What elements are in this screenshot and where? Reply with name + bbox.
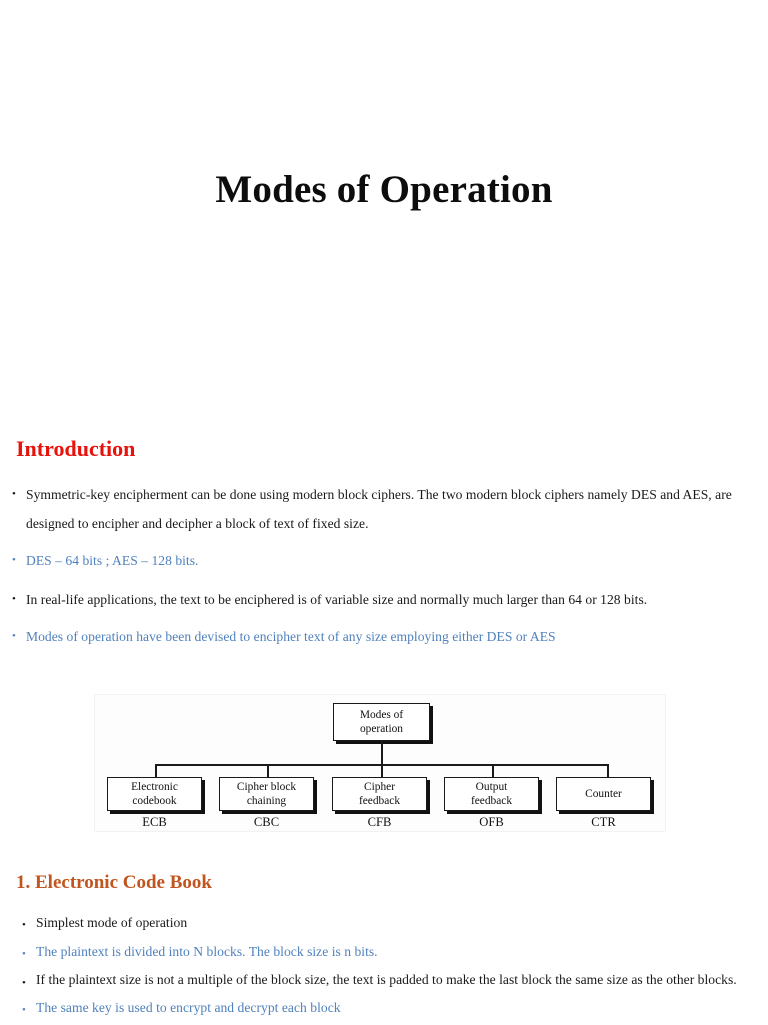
list-item: Modes of operation have been devised to … <box>10 622 750 651</box>
section-heading-electronic-code-book: 1. Electronic Code Book <box>16 872 212 893</box>
diagram-abbr-ctr: CTR <box>591 815 616 829</box>
page-title: Modes of Operation <box>215 168 553 211</box>
cbc-line-1: Cipher block <box>236 781 297 793</box>
connector-drop-cfb <box>381 764 383 778</box>
ecb-line-1: Electronic <box>131 781 178 793</box>
diagram-abbr-ofb: OFB <box>479 815 504 829</box>
introduction-bullet-list: Symmetric-key encipherment can be done u… <box>10 480 750 661</box>
list-item: Simplest mode of operation <box>20 911 760 940</box>
ofb-line-2: feedback <box>470 795 513 807</box>
diagram-node-ctr: Counter <box>556 777 651 811</box>
ctr-line-1: Counter <box>585 788 622 800</box>
connector-drop-ecb <box>155 764 157 778</box>
cfb-line-2: feedback <box>358 795 401 807</box>
diagram-node-cbc: Cipher block chaining <box>219 777 314 811</box>
diagram-node-ctr-label: Counter <box>582 787 625 801</box>
list-item: In real-life applications, the text to b… <box>10 585 750 614</box>
diagram-abbr-cbc: CBC <box>253 815 280 829</box>
ofb-line-1: Output <box>475 781 508 793</box>
ecb-line-2: codebook <box>132 795 177 807</box>
list-item: If the plaintext size is not a multiple … <box>20 969 760 998</box>
modes-of-operation-diagram: Modes of operation Electronic codebook C… <box>94 694 666 832</box>
list-item: DES – 64 bits ; AES – 128 bits. <box>10 546 750 575</box>
diagram-node-root: Modes of operation <box>333 703 430 741</box>
diagram-abbr-ecb: ECB <box>142 815 167 829</box>
root-line-1: Modes of <box>359 709 404 721</box>
cfb-line-1: Cipher <box>363 781 395 793</box>
ecb-bullet-list: Simplest mode of operation The plaintext… <box>20 911 760 1025</box>
diagram-node-cfb-label: Cipher feedback <box>356 780 403 808</box>
root-line-2: operation <box>359 723 403 735</box>
list-item: The same key is used to encrypt and decr… <box>20 996 760 1025</box>
diagram-node-ecb-label: Electronic codebook <box>128 780 181 808</box>
diagram-node-cfb: Cipher feedback <box>332 777 427 811</box>
connector-drop-ctr <box>607 764 609 778</box>
diagram-node-cbc-label: Cipher block chaining <box>234 780 299 808</box>
diagram-node-ofb: Output feedback <box>444 777 539 811</box>
diagram-node-root-label: Modes of operation <box>357 708 406 736</box>
diagram-node-ofb-label: Output feedback <box>468 780 515 808</box>
connector-drop-ofb <box>492 764 494 778</box>
diagram-node-ecb: Electronic codebook <box>107 777 202 811</box>
section-heading-introduction: Introduction <box>16 436 136 461</box>
connector-drop-cbc <box>267 764 269 778</box>
diagram-abbr-cfb: CFB <box>367 815 392 829</box>
list-item: The plaintext is divided into N blocks. … <box>20 940 760 969</box>
list-item: Symmetric-key encipherment can be done u… <box>10 480 750 538</box>
cbc-line-2: chaining <box>246 795 287 807</box>
connector-root-stem <box>381 741 383 765</box>
